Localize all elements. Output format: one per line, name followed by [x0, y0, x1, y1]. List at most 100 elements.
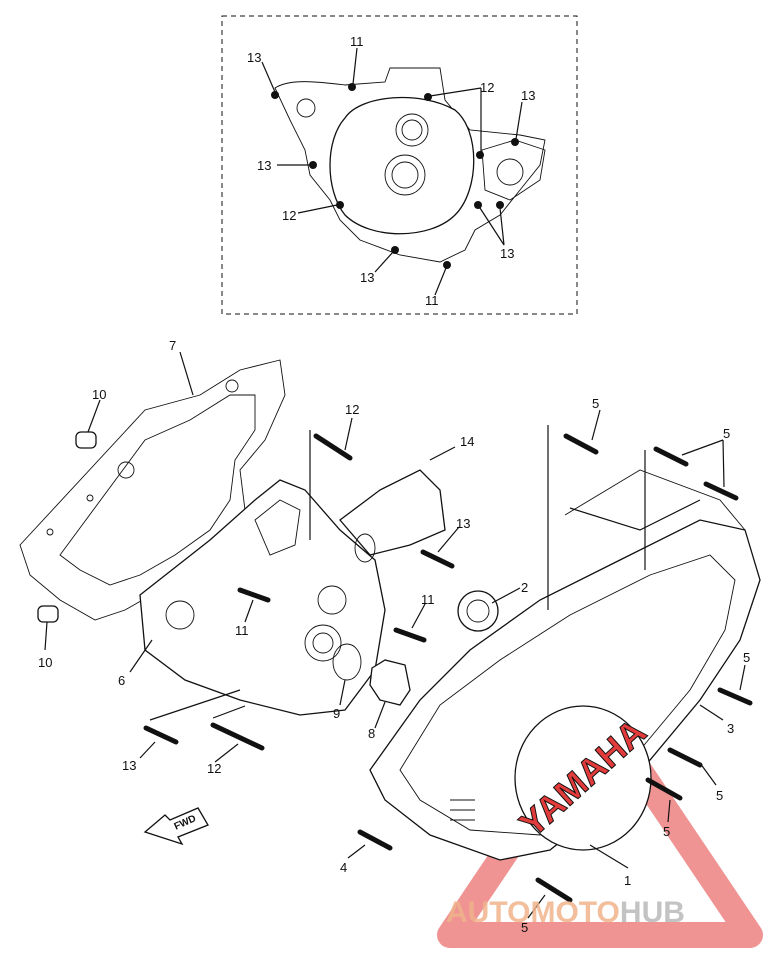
callout-5: 5: [592, 396, 599, 411]
bolt-dot: [476, 151, 484, 159]
bolt: [535, 877, 573, 903]
bolt-dot: [474, 201, 482, 209]
gasket-hole: [117, 461, 135, 479]
callout-5: 5: [716, 788, 723, 803]
callout-11: 11: [425, 293, 439, 308]
inset-gasket: [274, 67, 546, 263]
gasket-hole: [86, 494, 94, 502]
callout-13: 13: [500, 246, 514, 261]
inset-bolts: [271, 83, 519, 269]
callout-5: 5: [743, 650, 750, 665]
outer-crankcase-cover: YAMAHA: [369, 469, 761, 861]
gasket-inner: [59, 394, 256, 586]
callout-12: 12: [345, 402, 359, 417]
bolt: [210, 722, 265, 751]
gasket-hole: [46, 528, 54, 536]
bolt-dot: [443, 261, 451, 269]
callout-13: 13: [360, 270, 374, 285]
inset-upper-hole: [395, 113, 429, 147]
outer-cover-rim: [399, 554, 736, 836]
drive-nut: [369, 659, 411, 706]
bolt: [717, 687, 753, 706]
callout-11: 11: [350, 34, 364, 49]
callout-13: 13: [521, 88, 535, 103]
callout-13: 13: [456, 516, 470, 531]
bracket-ring: [354, 533, 376, 563]
bolt: [667, 747, 703, 768]
bolt: [703, 481, 739, 501]
bearing-outer: [457, 590, 499, 632]
callout-5: 5: [521, 920, 528, 935]
callout-12: 12: [282, 208, 296, 223]
watermark-auto: AUTO: [446, 896, 530, 929]
bolt-dot: [511, 138, 519, 146]
cover-shaft-inner: [312, 632, 334, 654]
bolt: [653, 446, 689, 467]
bolt: [645, 777, 683, 801]
callout-9: 9: [333, 706, 340, 721]
leader-lines: [44, 351, 746, 919]
svg-text:AUTOMOTOHUB: AUTOMOTOHUB: [446, 896, 685, 929]
callout-2: 2: [521, 580, 528, 595]
callout-10: 10: [38, 655, 52, 670]
fwd-arrow-shape: [143, 807, 209, 846]
logo-emblem: [514, 705, 652, 851]
cover-seal-seat: [317, 585, 347, 615]
gasket-hole: [225, 379, 239, 393]
inset-frame: [221, 15, 578, 315]
callout-7: 7: [169, 338, 176, 353]
bolt-dot: [424, 93, 432, 101]
watermark-hub: HUB: [620, 896, 685, 929]
bolt: [393, 627, 427, 643]
bolt-dot: [336, 201, 344, 209]
bolt-dot: [348, 83, 356, 91]
bolt: [143, 725, 179, 745]
callout-6: 6: [118, 673, 125, 688]
callout-13: 13: [257, 158, 271, 173]
oil-seal-ring: [332, 643, 362, 681]
outer-cover-body: [369, 519, 761, 861]
bolt: [563, 433, 599, 455]
inset-leaders: [261, 47, 523, 296]
callout-11: 11: [421, 592, 435, 607]
callout-13: 13: [247, 50, 261, 65]
watermark: AUTOMOTOHUB: [446, 896, 685, 929]
forward-arrow: FWD: [143, 807, 209, 846]
watermark-moto: MOTO: [530, 896, 619, 929]
callout-13: 13: [122, 758, 136, 773]
bolt-dot: [496, 201, 504, 209]
callout-5: 5: [723, 426, 730, 441]
cover-housing: [254, 499, 301, 556]
callout-10: 10: [92, 387, 106, 402]
inset-upper-hole-inner: [401, 119, 423, 141]
callout-1: 1: [624, 873, 631, 888]
inset-lower-hole: [384, 154, 426, 196]
callout-11: 11: [235, 623, 249, 638]
callout-14: 14: [460, 434, 474, 449]
cover-shaft-seat: [304, 624, 342, 662]
bolt: [420, 549, 455, 569]
callout-labels: 7 10 10 12 14 13 2 11 11 6 9 8 13 12 5 5…: [38, 338, 750, 935]
inset-left-hole: [296, 98, 316, 118]
cover-boss: [165, 600, 195, 630]
callout-12: 12: [480, 80, 494, 95]
callout-3: 3: [727, 721, 734, 736]
dowel-pin: [37, 605, 59, 623]
inset-side-hole: [496, 158, 524, 186]
bolt: [357, 829, 393, 851]
outer-cover-top: [564, 469, 746, 531]
callout-5: 5: [663, 824, 670, 839]
dowel-pin: [75, 431, 97, 449]
cooling-slots: [450, 799, 475, 821]
inset-cover: [329, 96, 475, 235]
bolt-dot: [309, 161, 317, 169]
bolts: [143, 433, 753, 903]
bolt-dot: [271, 91, 279, 99]
inset-view: 13 11 12 13 13 12 13 13 11: [221, 15, 578, 315]
bolt: [237, 587, 271, 603]
inset-lower-hole-inner: [391, 161, 419, 189]
callout-12: 12: [207, 761, 221, 776]
callout-4: 4: [340, 860, 347, 875]
bolt: [313, 433, 353, 461]
